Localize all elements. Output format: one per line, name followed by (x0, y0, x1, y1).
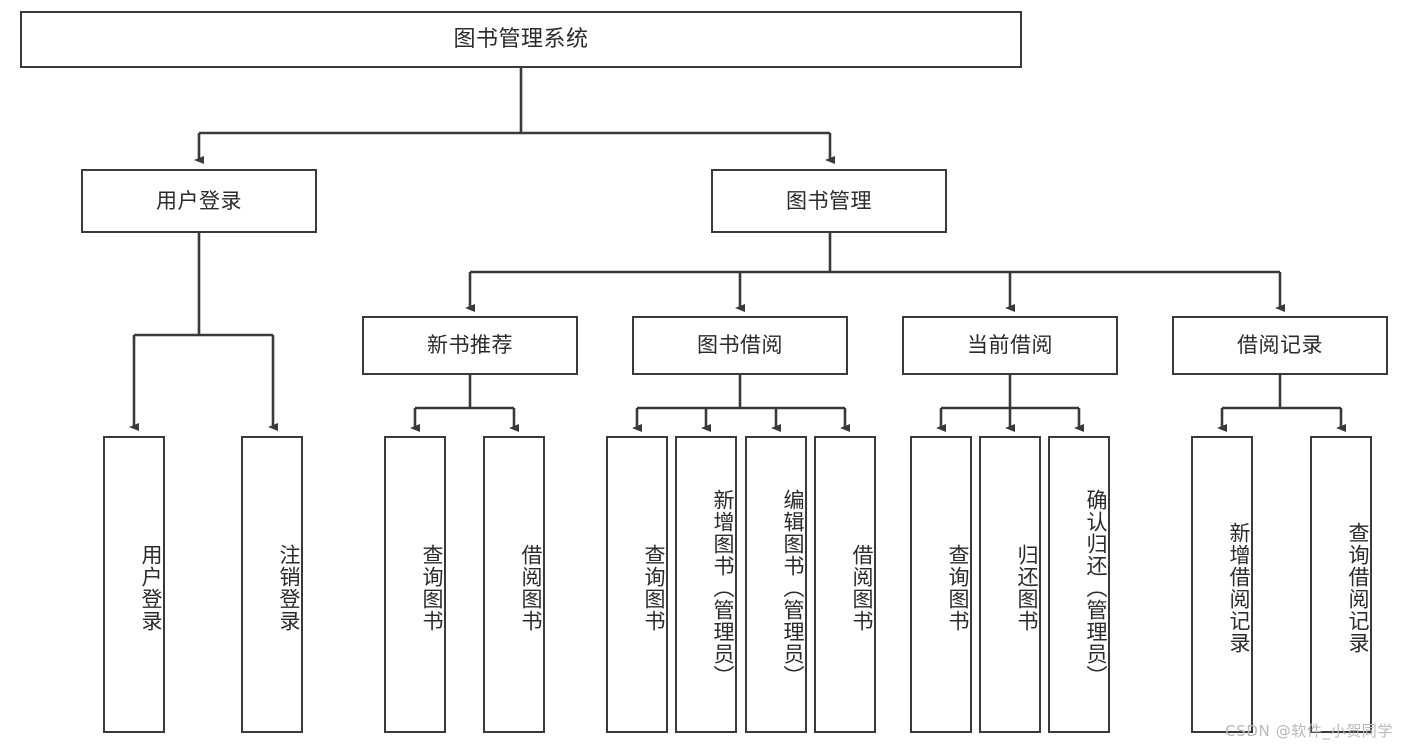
node-new-book-recommend[interactable]: 新书推荐 (362, 316, 578, 375)
leaf-borrow-record-add[interactable]: 新增借阅记录 (1191, 436, 1253, 733)
node-label: 图书管理系统 (453, 26, 589, 52)
node-label: 当前借阅 (967, 333, 1053, 358)
leaf-new-book-borrow[interactable]: 借阅图书 (483, 436, 545, 733)
node-label: 归还图书 (1015, 543, 1039, 632)
node-borrow-record[interactable]: 借阅记录 (1172, 316, 1388, 375)
node-label: 确认归还（管理员） (1084, 488, 1108, 687)
node-label: 借阅图书 (850, 543, 874, 632)
node-label: 查询图书 (420, 543, 444, 632)
node-label: 新增借阅记录 (1227, 521, 1251, 654)
leaf-new-book-query[interactable]: 查询图书 (384, 436, 446, 733)
node-label: 用户登录 (156, 188, 242, 213)
node-label: 查询图书 (642, 543, 666, 632)
leaf-current-borrow-confirm-return[interactable]: 确认归还（管理员） (1048, 436, 1110, 733)
node-user-login[interactable]: 用户登录 (81, 169, 317, 233)
leaf-user-login-logout[interactable]: 注销登录 (241, 436, 303, 733)
node-label: 图书借阅 (697, 333, 783, 358)
leaf-user-login-login[interactable]: 用户登录 (103, 436, 165, 733)
node-label: 用户登录 (139, 543, 163, 632)
node-book-borrow[interactable]: 图书借阅 (632, 316, 848, 375)
leaf-borrow-record-query[interactable]: 查询借阅记录 (1310, 436, 1372, 733)
node-label: 新书推荐 (427, 333, 513, 358)
node-label: 借阅图书 (519, 543, 543, 632)
node-label: 新增图书（管理员） (711, 488, 735, 687)
node-label: 借阅记录 (1237, 333, 1323, 358)
leaf-book-borrow-query[interactable]: 查询图书 (606, 436, 668, 733)
leaf-book-borrow-borrow[interactable]: 借阅图书 (814, 436, 876, 733)
leaf-book-borrow-add[interactable]: 新增图书（管理员） (675, 436, 737, 733)
node-label: 查询借阅记录 (1346, 521, 1370, 654)
leaf-book-borrow-edit[interactable]: 编辑图书（管理员） (745, 436, 807, 733)
node-label: 注销登录 (277, 543, 301, 632)
node-label: 查询图书 (946, 543, 970, 632)
node-book-management[interactable]: 图书管理 (711, 169, 947, 233)
leaf-current-borrow-query[interactable]: 查询图书 (910, 436, 972, 733)
leaf-current-borrow-return[interactable]: 归还图书 (979, 436, 1041, 733)
node-current-borrow[interactable]: 当前借阅 (902, 316, 1118, 375)
watermark: CSDN @软件_小贺同学 (1225, 722, 1393, 740)
node-label: 编辑图书（管理员） (781, 488, 805, 687)
node-label: 图书管理 (786, 188, 872, 213)
node-root-system[interactable]: 图书管理系统 (20, 11, 1022, 68)
